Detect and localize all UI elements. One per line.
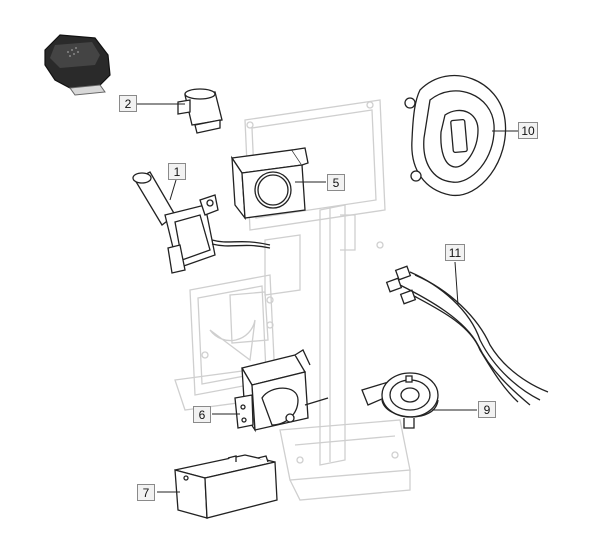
leader-1 [169,179,177,201]
part-7-box [174,454,278,519]
callout-6: 6 [193,406,211,423]
callout-2: 2 [119,95,137,112]
callout-11: 11 [445,244,465,261]
callout-1: 1 [168,163,186,180]
part-9-horn [361,372,439,429]
callout-5: 5 [327,174,345,191]
part-2-cover [44,34,111,96]
part-6-control-box [234,349,329,433]
part-5-module [230,147,309,221]
part-11-harness [385,265,549,406]
callout-10: 10 [518,122,538,139]
leader-11 [454,261,459,306]
callout-9: 9 [478,401,496,418]
part-10-housing [404,74,507,196]
callout-7: 7 [137,484,155,501]
part-1-switch [132,171,271,274]
part-2-cylinder [177,88,223,134]
